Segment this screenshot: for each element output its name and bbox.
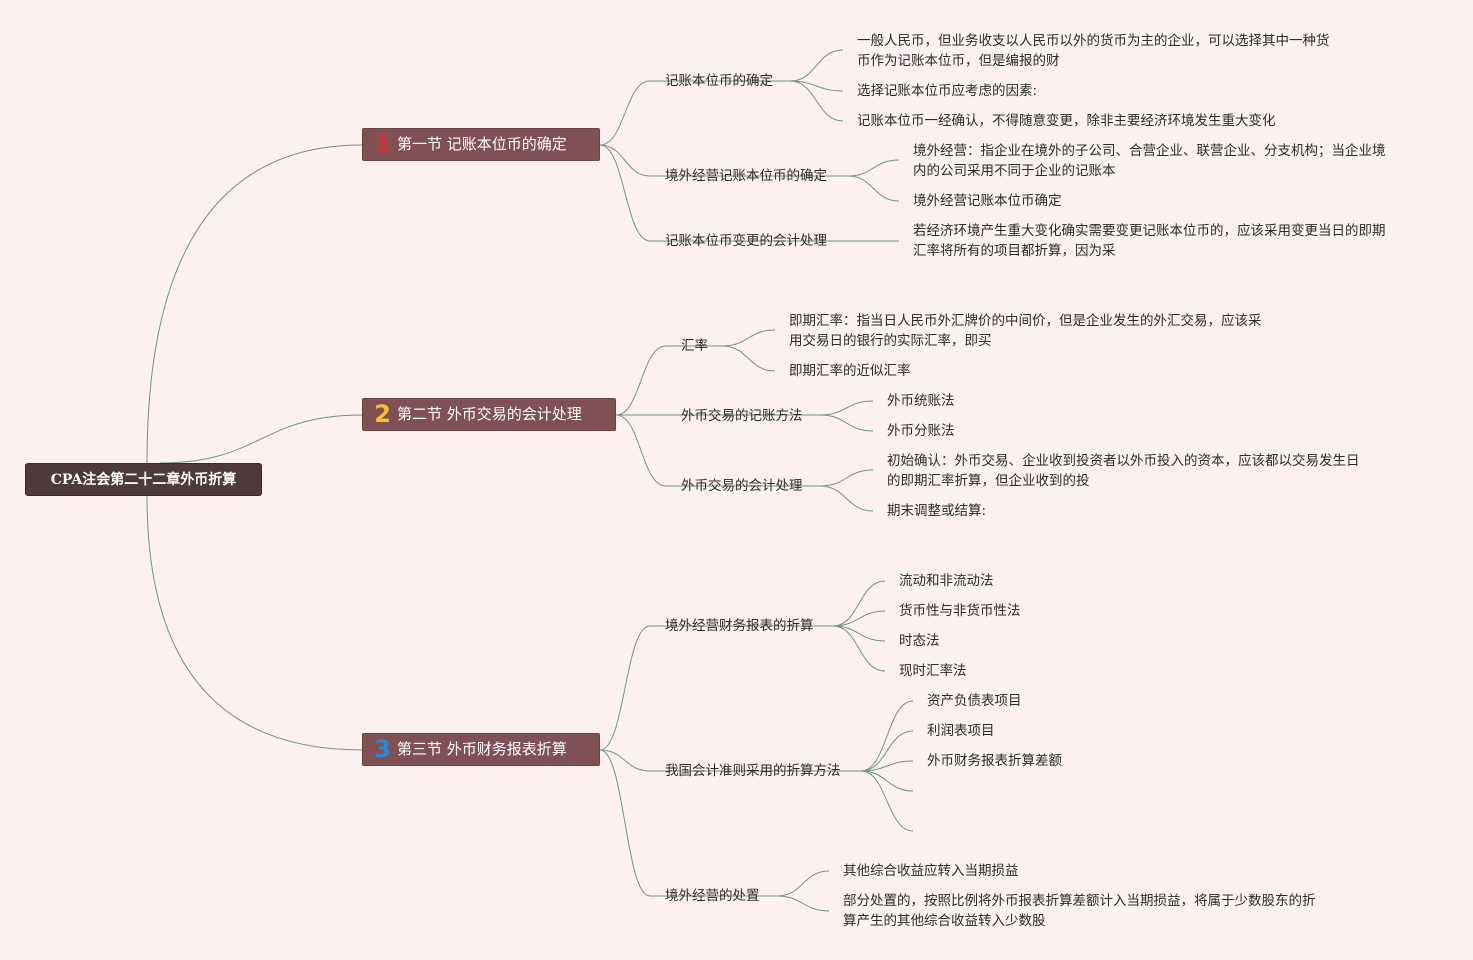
- connector-line: [721, 329, 776, 347]
- leaf-line: 算产生的其他综合收益转入少数股: [843, 913, 1046, 929]
- leaf-node[interactable]: 一般人民币，但业务收支以人民币以外的货币为主的企业，可以选择其中一种货 币作为记…: [857, 31, 1330, 71]
- connector-line: [860, 730, 914, 772]
- leaf-line: 即期汇率：指当日人民币外汇牌价的中间价，但是企业发生的外汇交易，应该采: [789, 313, 1262, 329]
- connector-line: [832, 580, 886, 627]
- leaf-line: 汇率将所有的项目都折算，因为采: [913, 243, 1116, 259]
- connector-line: [776, 870, 830, 897]
- leaf-node[interactable]: 利润表项目: [927, 723, 995, 739]
- leaf-node[interactable]: 流动和非流动法: [899, 573, 994, 589]
- leaf-line: 的即期汇率折算，但企业收到的投: [887, 473, 1090, 489]
- connector-line: [860, 760, 914, 772]
- connector-line: [860, 700, 914, 772]
- connector-line: [599, 749, 651, 897]
- connector-line: [599, 749, 651, 772]
- section-number-3: 3: [374, 735, 391, 763]
- leaf-node[interactable]: 境外经营记账本位币确定: [913, 193, 1062, 209]
- leaf-line: 境外经营：指企业在境外的子公司、合营企业、联营企业、分支机构；当企业境: [913, 143, 1386, 159]
- topic-node[interactable]: 我国会计准则采用的折算方法: [665, 763, 841, 779]
- leaf-line: 一般人民币，但业务收支以人民币以外的货币为主的企业，可以选择其中一种货: [857, 33, 1330, 49]
- connector-line: [847, 159, 900, 177]
- connector-line: [776, 895, 830, 912]
- section-number-1: 1: [374, 130, 391, 158]
- leaf-line: 部分处置的，按照比例将外币报表折算差额计入当期损益，将属于少数股东的折: [843, 893, 1316, 909]
- leaf-node[interactable]: 现时汇率法: [899, 663, 967, 679]
- leaf-line: 币作为记账本位币，但是编报的财: [857, 53, 1060, 69]
- connector-line: [819, 469, 874, 487]
- section-node-1[interactable]: 1 第一节 记账本位币的确定: [362, 128, 600, 161]
- connector-line: [615, 345, 667, 416]
- topic-node[interactable]: 境外经营记账本位币的确定: [665, 168, 827, 184]
- connector-line: [615, 414, 667, 487]
- connector-line: [860, 770, 914, 792]
- leaf-node[interactable]: 货币性与非货币性法: [899, 603, 1021, 619]
- connector-line: [721, 345, 776, 372]
- connector-line: [146, 495, 363, 751]
- topic-node[interactable]: 外币交易的记账方法: [681, 408, 803, 424]
- connector-line: [146, 144, 363, 464]
- leaf-node[interactable]: 选择记账本位币应考虑的因素:: [857, 83, 1038, 99]
- connector-line: [819, 414, 874, 432]
- leaf-node[interactable]: 外币财务报表折算差额: [927, 753, 1062, 769]
- topic-node[interactable]: 境外经营财务报表的折算: [665, 618, 814, 634]
- connector-line: [599, 625, 651, 751]
- connector-line: [819, 485, 874, 512]
- section-label-2: 第二节 外币交易的会计处理: [397, 405, 582, 423]
- section-label-3: 第三节 外币财务报表折算: [397, 740, 567, 758]
- leaf-node[interactable]: 若经济环境产生重大变化确实需要变更记账本位币的，应该采用变更当日的即期 汇率将所…: [913, 221, 1386, 261]
- connector-line: [832, 610, 886, 627]
- section-node-2[interactable]: 2 第二节 外币交易的会计处理: [362, 398, 616, 431]
- connector-line: [860, 770, 914, 832]
- connector-line: [789, 80, 844, 122]
- leaf-node[interactable]: 外币统账法: [887, 393, 955, 409]
- leaf-line: 若经济环境产生重大变化确实需要变更记账本位币的，应该采用变更当日的即期: [913, 223, 1386, 239]
- leaf-node[interactable]: 外币分账法: [887, 423, 955, 439]
- connector-line: [599, 144, 651, 242]
- leaf-node[interactable]: 即期汇率：指当日人民币外汇牌价的中间价，但是企业发生的外汇交易，应该采 用交易日…: [789, 311, 1262, 351]
- connector-line: [819, 400, 874, 416]
- leaf-node[interactable]: 资产负债表项目: [927, 693, 1022, 709]
- connector-line: [832, 625, 886, 642]
- leaf-node[interactable]: 部分处置的，按照比例将外币报表折算差额计入当期损益，将属于少数股东的折 算产生的…: [843, 891, 1316, 931]
- section-node-3[interactable]: 3 第三节 外币财务报表折算: [362, 733, 600, 766]
- section-number-2: 2: [374, 400, 391, 428]
- connector-line: [832, 625, 886, 672]
- topic-node[interactable]: 境外经营的处置: [665, 888, 760, 904]
- topic-node[interactable]: 记账本位币变更的会计处理: [665, 233, 827, 249]
- connector-line: [599, 80, 651, 146]
- leaf-node[interactable]: 初始确认：外币交易、企业收到投资者以外币投入的资本，应该都以交易发生日 的即期汇…: [887, 451, 1360, 491]
- connector-line: [847, 175, 900, 202]
- leaf-node[interactable]: 时态法: [899, 633, 940, 649]
- leaf-node[interactable]: 其他综合收益应转入当期损益: [843, 863, 1019, 879]
- topic-node[interactable]: 汇率: [681, 338, 708, 354]
- leaf-line: 内的公司采用不同于企业的记账本: [913, 163, 1116, 179]
- connector-line: [159, 414, 363, 464]
- topic-node[interactable]: 记账本位币的确定: [665, 73, 773, 89]
- connector-line: [599, 144, 651, 177]
- root-node[interactable]: CPA注会第二十二章外币折算: [25, 463, 262, 496]
- leaf-node[interactable]: 境外经营：指企业在境外的子公司、合营企业、联营企业、分支机构；当企业境 内的公司…: [913, 141, 1386, 181]
- connector-line: [789, 49, 844, 82]
- topic-node[interactable]: 外币交易的会计处理: [681, 478, 803, 494]
- section-label-1: 第一节 记账本位币的确定: [397, 135, 567, 153]
- leaf-node[interactable]: 即期汇率的近似汇率: [789, 363, 911, 379]
- leaf-line: 用交易日的银行的实际汇率，即买: [789, 333, 992, 349]
- leaf-node[interactable]: 期末调整或结算:: [887, 503, 987, 519]
- leaf-line: 初始确认：外币交易、企业收到投资者以外币投入的资本，应该都以交易发生日: [887, 453, 1360, 469]
- leaf-node[interactable]: 记账本位币一经确认，不得随意变更，除非主要经济环境发生重大变化: [857, 113, 1276, 129]
